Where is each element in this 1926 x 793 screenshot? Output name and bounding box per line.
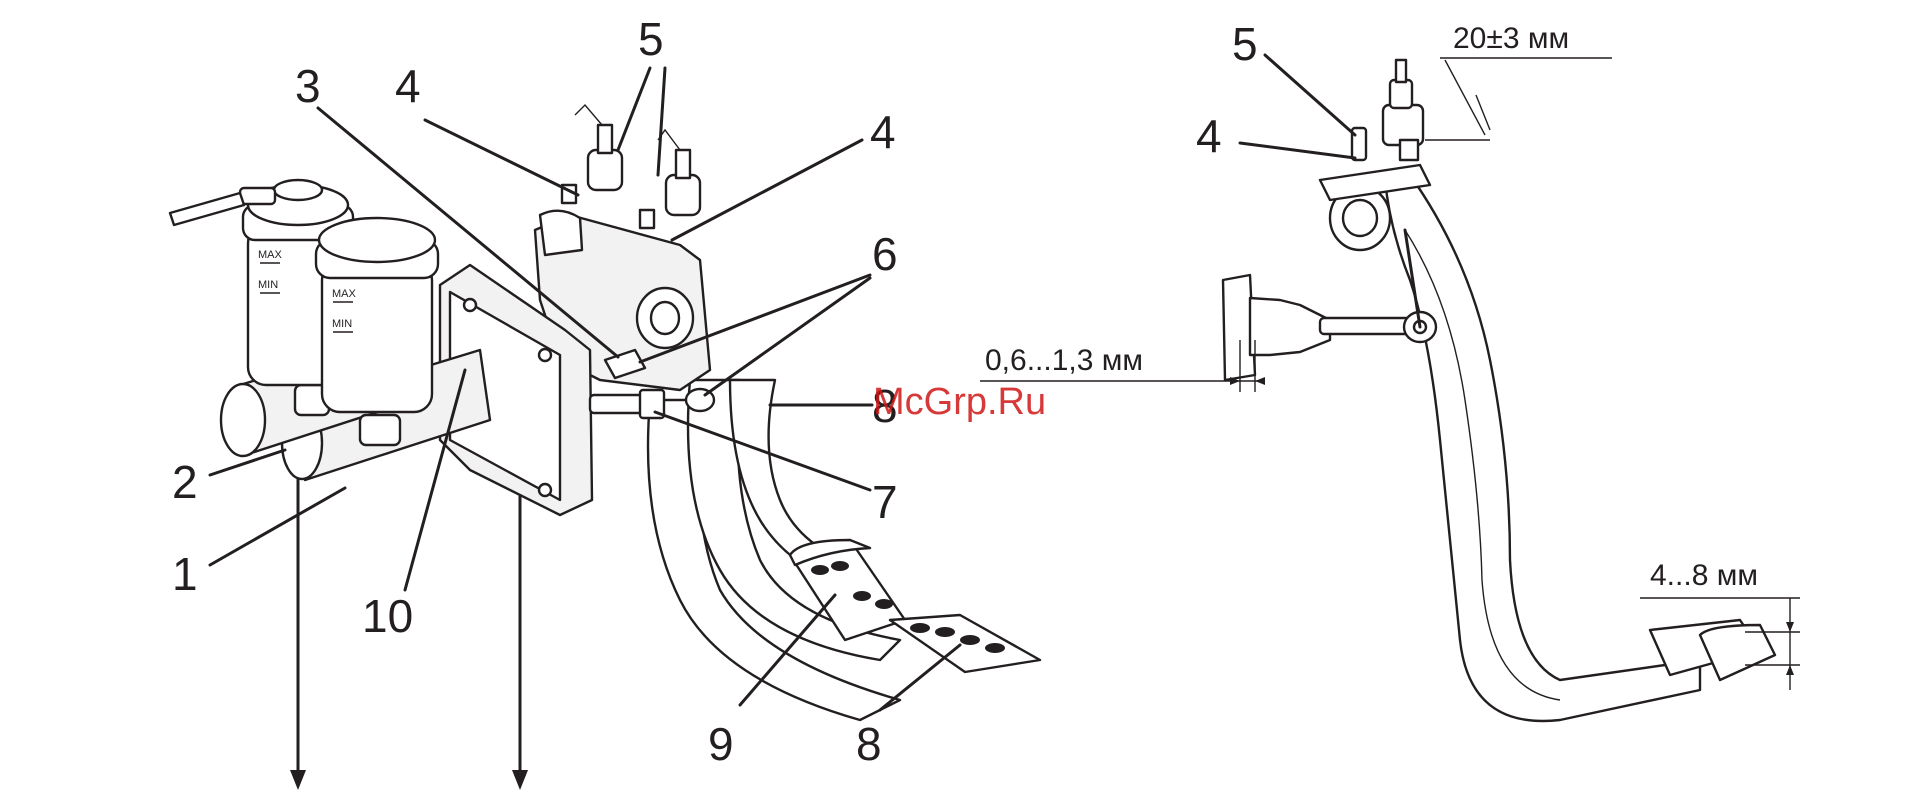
callout-5-right: 5 xyxy=(1232,18,1258,70)
dim-switch-gap-label: 20±3 мм xyxy=(1453,22,1569,55)
reservoir-right: MAX MIN xyxy=(316,218,438,412)
callout-4-right: 4 xyxy=(1196,110,1222,162)
right-side-view-drawing: 20±3 мм 0,6...1,3 мм 4...8 мм 5 4 xyxy=(980,18,1800,721)
callout-4b: 4 xyxy=(870,106,896,158)
pedal-arms xyxy=(648,380,900,720)
arrow-down-left-icon xyxy=(290,770,306,790)
reservoir-right-min-label: MIN xyxy=(332,318,352,330)
callout-4a: 4 xyxy=(395,60,421,112)
arrow-down-right-icon xyxy=(512,770,528,790)
callout-2: 2 xyxy=(172,456,198,508)
callout-6: 6 xyxy=(872,228,898,280)
dim-pedal-height-label: 4...8 мм xyxy=(1650,559,1758,592)
reservoir-right-max-label: MAX xyxy=(332,288,357,300)
callout-1: 1 xyxy=(172,548,198,600)
stop-light-switches xyxy=(562,105,700,228)
callout-5: 5 xyxy=(638,13,664,65)
callout-7: 7 xyxy=(872,476,898,528)
watermark-text: McGrp.Ru xyxy=(873,381,1046,423)
callout-8b: 8 xyxy=(856,718,882,770)
dim-rod-clearance-label: 0,6...1,3 мм xyxy=(985,344,1143,377)
callout-10: 10 xyxy=(362,590,413,642)
dimension-switch-gap: 20±3 мм xyxy=(1425,22,1612,140)
reservoir-left-min-label: MIN xyxy=(258,279,278,291)
callout-9: 9 xyxy=(708,718,734,770)
callout-3: 3 xyxy=(295,60,321,112)
pedal-pad-brake xyxy=(890,615,1040,672)
reservoir-left-max-label: MAX xyxy=(258,249,283,261)
